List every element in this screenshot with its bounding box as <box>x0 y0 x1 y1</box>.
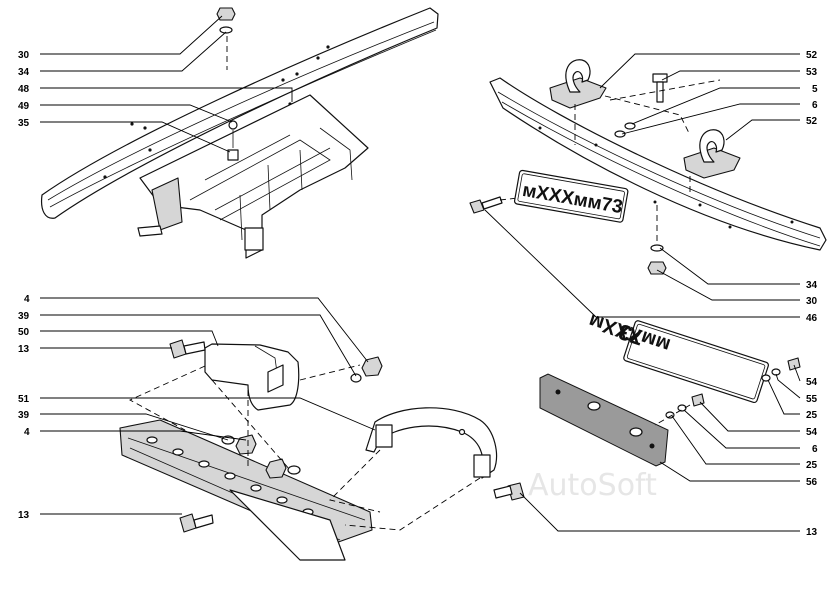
label-39-lower: 39 <box>18 410 30 421</box>
label-25-lower: 25 <box>806 460 818 471</box>
label-49: 49 <box>18 101 30 112</box>
label-46: 46 <box>806 313 818 324</box>
tow-hook-left <box>549 59 607 109</box>
rear-bumper-bar <box>489 77 827 251</box>
bolt-13-lower <box>179 513 197 533</box>
label-56: 56 <box>806 477 818 488</box>
label-50: 50 <box>18 327 30 338</box>
label-13-right: 13 <box>806 527 818 538</box>
rear-license-plate: 73 ммXXXм <box>586 309 769 404</box>
rear-bracket-assembly <box>119 339 525 561</box>
label-35: 35 <box>18 118 30 129</box>
screw-54-upper <box>787 357 801 371</box>
label-51: 51 <box>18 394 30 405</box>
label-30-right: 30 <box>806 296 818 307</box>
nut-4-upper <box>361 356 383 377</box>
label-13-upper: 13 <box>18 344 30 355</box>
front-license-plate: мXXXмм73 <box>513 169 629 223</box>
label-54-upper: 54 <box>806 377 818 388</box>
label-5: 5 <box>812 84 818 95</box>
plate-holder-56 <box>539 373 669 467</box>
label-39-upper: 39 <box>18 311 30 322</box>
front-bumper-assembly <box>40 7 439 259</box>
bracket-50 <box>204 343 300 411</box>
label-4-upper: 4 <box>24 294 30 305</box>
rear-plate-assembly: 73 ммXXXм <box>539 309 801 467</box>
callout-labels-right: 52 53 5 6 52 34 30 46 54 55 25 54 6 25 5… <box>806 50 818 538</box>
label-30-top: 30 <box>18 50 30 61</box>
label-13-lower: 13 <box>18 510 30 521</box>
label-4-lower: 4 <box>24 427 30 438</box>
label-6-upper: 6 <box>812 100 818 111</box>
label-55: 55 <box>806 394 818 405</box>
label-52-lower: 52 <box>806 116 818 127</box>
watermark: AutoSoft <box>528 468 657 503</box>
bolt-46 <box>469 199 485 214</box>
label-52-upper: 52 <box>806 50 818 61</box>
label-25-upper: 25 <box>806 410 818 421</box>
bolt-53 <box>652 73 668 83</box>
leader-lines <box>40 15 801 532</box>
rear-bumper-holes <box>538 126 794 229</box>
bracket-51 <box>365 407 498 479</box>
label-54-lower: 54 <box>806 427 818 438</box>
label-53: 53 <box>806 67 818 78</box>
tow-hook-right <box>683 129 741 179</box>
label-48: 48 <box>18 84 30 95</box>
rear-bumper-assembly: мXXXмм73 <box>469 59 827 275</box>
callout-labels-left: 30 34 48 49 35 4 39 50 13 51 39 4 13 <box>18 50 30 521</box>
label-34-right: 34 <box>806 280 818 291</box>
bolt-13-upper <box>169 339 187 359</box>
label-6-lower: 6 <box>812 444 818 455</box>
label-34-top: 34 <box>18 67 30 78</box>
